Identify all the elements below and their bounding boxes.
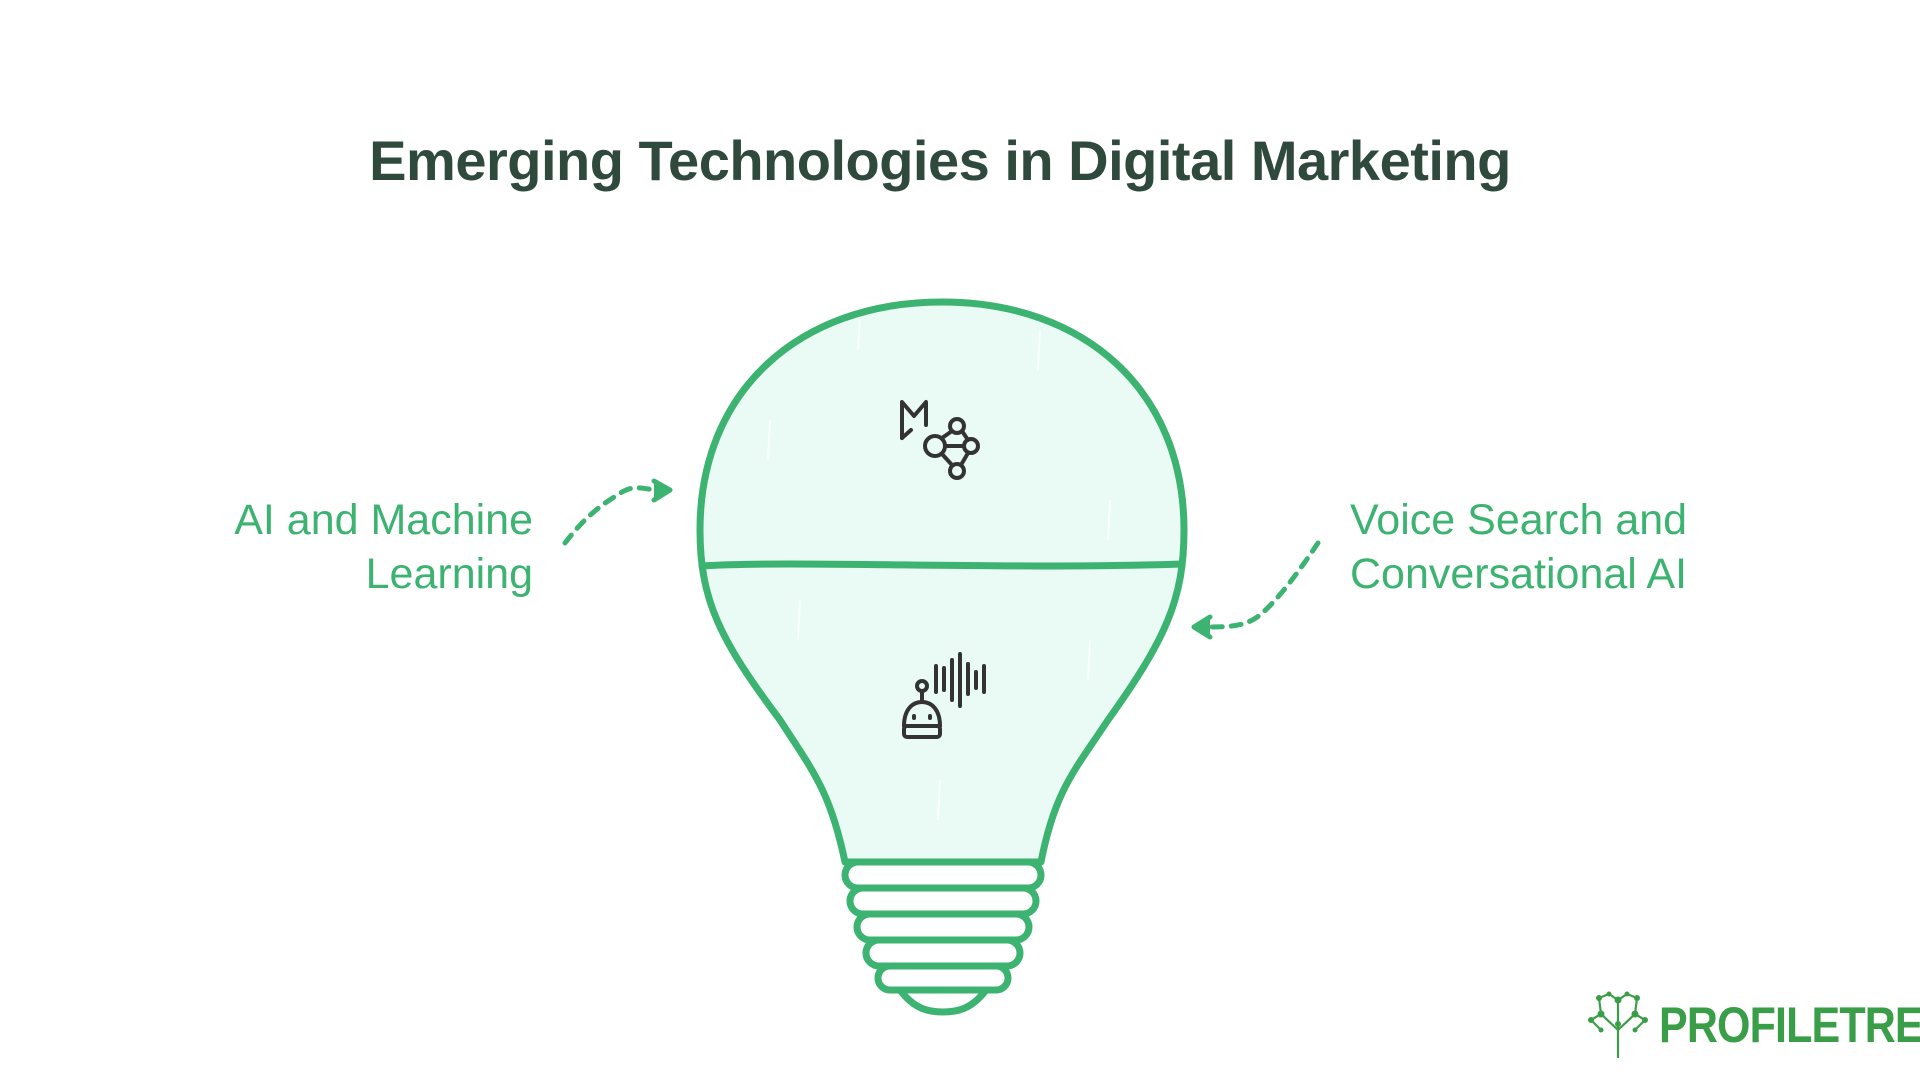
tree-logo-icon	[1588, 991, 1648, 1058]
arrow-left	[562, 478, 673, 546]
label-line: Voice Search and	[1350, 496, 1688, 544]
bulb-divider	[698, 560, 1186, 570]
robot-voice-icon	[902, 652, 986, 739]
label-voice-search: Voice Search and Conversational AI	[1350, 493, 1770, 601]
profiletree-logo: PROFILETREE	[1585, 990, 1920, 1060]
diagram-title: Emerging Technologies in Digital Marketi…	[369, 129, 1511, 192]
label-line: AI and Machine	[234, 496, 533, 544]
arrow-right	[1191, 540, 1321, 640]
bulb-base	[841, 858, 1045, 1016]
logo-text: PROFILETREE	[1659, 997, 1920, 1053]
label-ai-machine-learning: AI and Machine Learning	[150, 493, 533, 601]
label-line: Conversational AI	[1350, 550, 1688, 598]
ai-ml-network-icon	[900, 400, 980, 480]
label-line: Learning	[365, 550, 533, 598]
bulb-glass	[696, 298, 1188, 866]
